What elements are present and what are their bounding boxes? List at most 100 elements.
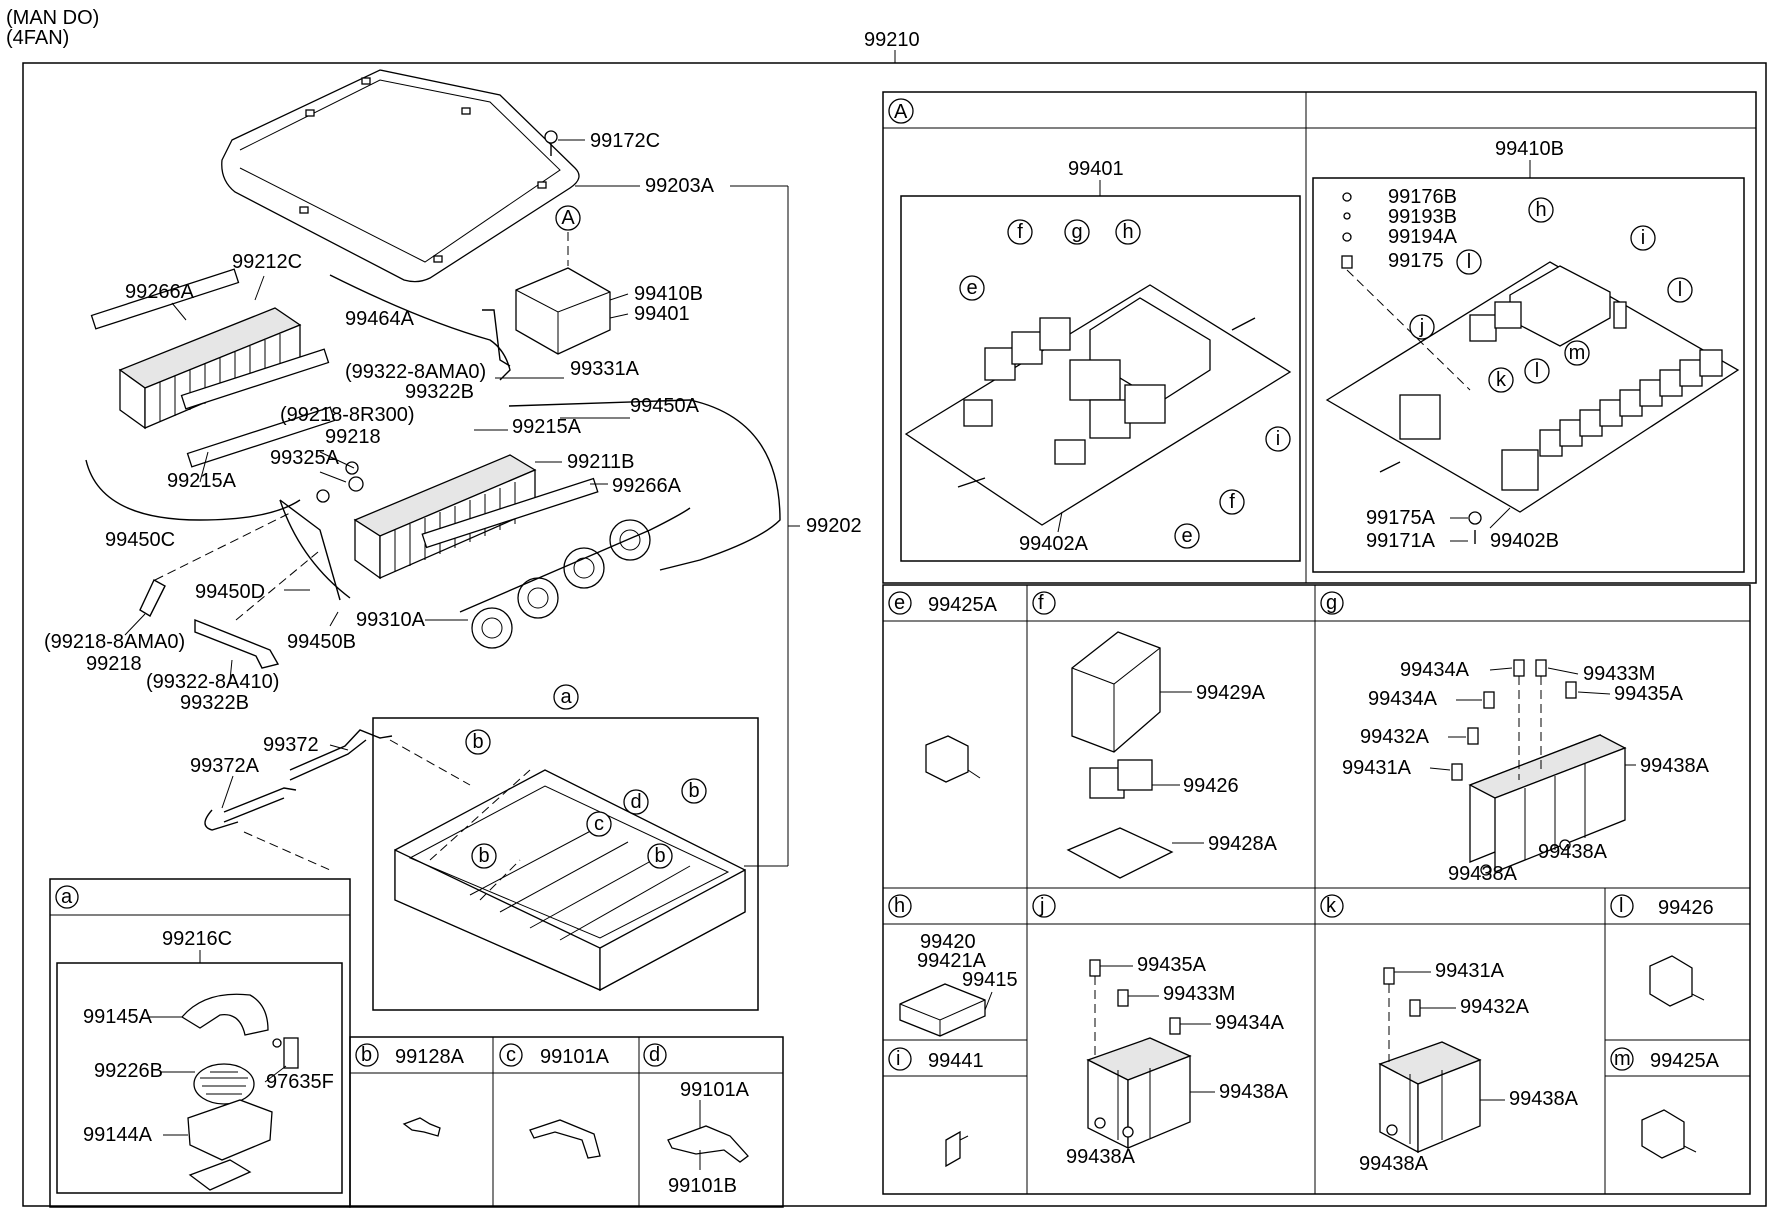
part-label: 99450A <box>630 395 700 417</box>
callout-a: a <box>553 684 579 710</box>
callout-i-letter: i <box>1276 428 1280 450</box>
callout-h: h <box>1528 197 1554 223</box>
callout-f-letter: f <box>1229 491 1235 513</box>
cell-h-part-2: 99421A <box>917 950 987 972</box>
part-label: (99218-8R300) <box>280 404 415 426</box>
relay-board-footer-1: 99175A <box>1366 507 1436 529</box>
cell-m: m 99425A <box>1610 1047 1720 1159</box>
part-label: 99212C <box>232 251 302 273</box>
part-label: (99322-8A410) <box>146 671 279 693</box>
callout-e: e <box>1174 523 1200 549</box>
callout-e-letter: e <box>1181 525 1192 547</box>
cell-d: d 99101A 99101B <box>643 1043 750 1197</box>
relay-box-part: 99401 <box>1068 158 1124 180</box>
cell-i-part: 99441 <box>928 1050 984 1072</box>
cell-g-part-8: 99438A <box>1538 841 1608 863</box>
cell-i: i 99441 <box>888 1047 984 1168</box>
main-callouts: Aa b b b b c d <box>465 205 707 869</box>
callout-d: d <box>623 789 649 815</box>
part-label: 99266A <box>125 281 195 303</box>
cell-k-badge: k <box>1326 895 1337 917</box>
cell-k-part-2: 99432A <box>1460 996 1530 1018</box>
callout-g-letter: g <box>1071 221 1082 243</box>
part-label: 99203A <box>645 175 715 197</box>
callout-k-letter: k <box>1496 369 1507 391</box>
cell-c-part: 99101A <box>540 1046 610 1068</box>
part-label: 99372 <box>263 734 319 756</box>
detail-a-badge: a <box>61 886 73 908</box>
relay-board-99410B <box>1325 192 1740 544</box>
part-label: 99410B <box>634 283 703 305</box>
callout-h-letter: h <box>1535 199 1546 221</box>
callout-b-letter: b <box>472 731 483 753</box>
part-label: 99322B <box>180 692 249 714</box>
relay-board-footer-2: 99171A <box>1366 530 1436 552</box>
cell-f-badge: f <box>1038 592 1044 614</box>
callout-b-letter: b <box>654 845 665 867</box>
relay-board-99401 <box>904 284 1292 526</box>
cell-i-badge: i <box>896 1048 900 1070</box>
cell-g-part-4: 99435A <box>1614 683 1684 705</box>
callout-m: m <box>1564 340 1590 366</box>
main-labels: 99172C99203A99212C99266A99464A99410B9940… <box>44 130 862 777</box>
fastener-row-frame <box>349 1036 784 1208</box>
part-label: 99450B <box>287 631 356 653</box>
blower-parts <box>181 993 299 1191</box>
cell-g-part-3: 99434A <box>1368 688 1438 710</box>
cell-f-part-2: 99426 <box>1183 775 1239 797</box>
relay-board-footer-3: 99402B <box>1490 530 1559 552</box>
hardware-part-label: 99176B <box>1388 186 1457 208</box>
hardware-part-label: 99193B <box>1388 206 1457 228</box>
callout-l-letter: l <box>1535 360 1539 382</box>
cell-c-badge: c <box>506 1044 516 1066</box>
callout-d-letter: d <box>630 791 641 813</box>
cell-j-badge: j <box>1039 895 1044 917</box>
cell-l-part: 99426 <box>1658 897 1714 919</box>
callout-b: b <box>681 778 707 804</box>
detail-a-part-label: 97635F <box>266 1071 334 1093</box>
cell-d-part-bottom: 99101B <box>668 1175 737 1197</box>
callout-A: A <box>555 205 581 231</box>
cell-f: f 99429A 99426 99428A <box>1032 591 1278 879</box>
cell-g-part-7: 99438A <box>1640 755 1710 777</box>
cell-j-part-2: 99433M <box>1163 983 1235 1005</box>
fan-assembly <box>471 519 651 649</box>
cell-j-part-4: 99438A <box>1219 1081 1289 1103</box>
cell-e: e 99425A <box>888 591 998 783</box>
callout-e-letter: e <box>966 277 977 299</box>
cell-h-badge: h <box>894 895 905 917</box>
cell-k-part-1: 99431A <box>1435 960 1505 982</box>
callout-l-letter: l <box>1678 279 1682 301</box>
callout-l-letter: l <box>1467 251 1471 273</box>
part-label: 99450C <box>105 529 175 551</box>
detail-a-part: 99216C <box>162 928 232 950</box>
part-label: 99266A <box>612 475 682 497</box>
hardware-part-label: 99194A <box>1388 226 1458 248</box>
part-label: 99218 <box>325 426 381 448</box>
callout-b-letter: b <box>478 845 489 867</box>
part-label: 99401 <box>634 303 690 325</box>
callout-l: l <box>1456 249 1482 275</box>
relay-box-main-part: 99410B <box>1495 138 1564 160</box>
part-label: 99202 <box>806 515 862 537</box>
cell-g-part-9: 99438A <box>1448 863 1518 885</box>
cell-f-part-1: 99429A <box>1196 682 1266 704</box>
cell-j-part-5: 99438A <box>1066 1146 1136 1168</box>
cell-f-part-3: 99428A <box>1208 833 1278 855</box>
callout-e: e <box>959 275 985 301</box>
cell-b-part: 99128A <box>395 1046 465 1068</box>
callout-f-letter: f <box>1017 221 1023 243</box>
detail-a-part-label: 99226B <box>94 1060 163 1082</box>
cell-k-part-3: 99438A <box>1509 1088 1579 1110</box>
callout-c-letter: c <box>594 813 604 835</box>
cell-j: j 99435A 99433M 99434A 99438A 99438A <box>1032 894 1289 1168</box>
callout-m-letter: m <box>1569 342 1586 364</box>
part-label: 99211B <box>567 451 634 473</box>
cell-j-part-3: 99434A <box>1215 1012 1285 1034</box>
callout-f: f <box>1007 219 1033 245</box>
cell-e-badge: e <box>894 592 905 614</box>
cell-k: k 99431A 99432A 99438A 99438A <box>1320 894 1579 1175</box>
